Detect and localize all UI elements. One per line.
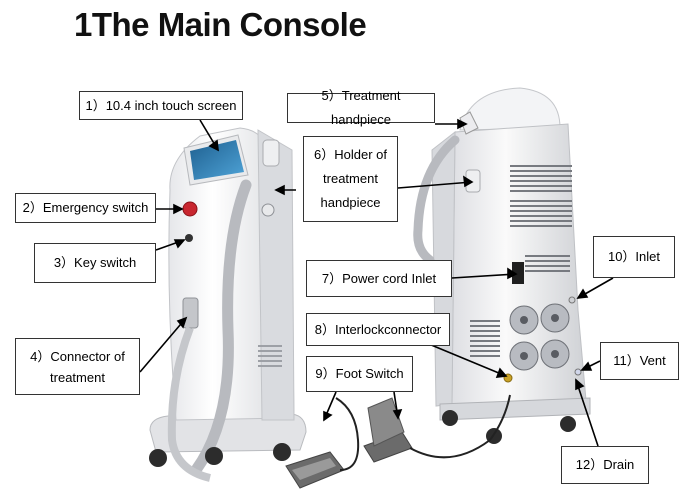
rear-console	[363, 87, 591, 463]
label-interlock-connector: 8）Interlockconnector	[306, 313, 450, 346]
label-treatment-handpiece: 5）Treatment handpiece	[287, 88, 435, 127]
label-emergency-switch: 2）Emergency switch	[15, 193, 156, 223]
label-connector-treatment: 4）Connector of treatment	[15, 338, 140, 395]
label-power-cord-inlet: 7）Power cord Inlet	[306, 260, 452, 297]
page-title: 1The Main Console	[74, 6, 367, 43]
front-console	[149, 127, 360, 489]
callout-arrows	[139, 118, 614, 447]
label-inlet: 10）Inlet	[593, 236, 675, 278]
label-touch-screen: 1）10.4 inch touch screen	[79, 91, 243, 120]
label-foot-switch: 9）Foot Switch	[306, 356, 413, 392]
label-holder-handpiece: 6）Holder of treatment handpiece	[303, 136, 398, 222]
label-key-switch: 3）Key switch	[34, 243, 156, 283]
label-drain: 12）Drain	[561, 446, 649, 484]
label-vent: 11）Vent	[600, 342, 679, 380]
